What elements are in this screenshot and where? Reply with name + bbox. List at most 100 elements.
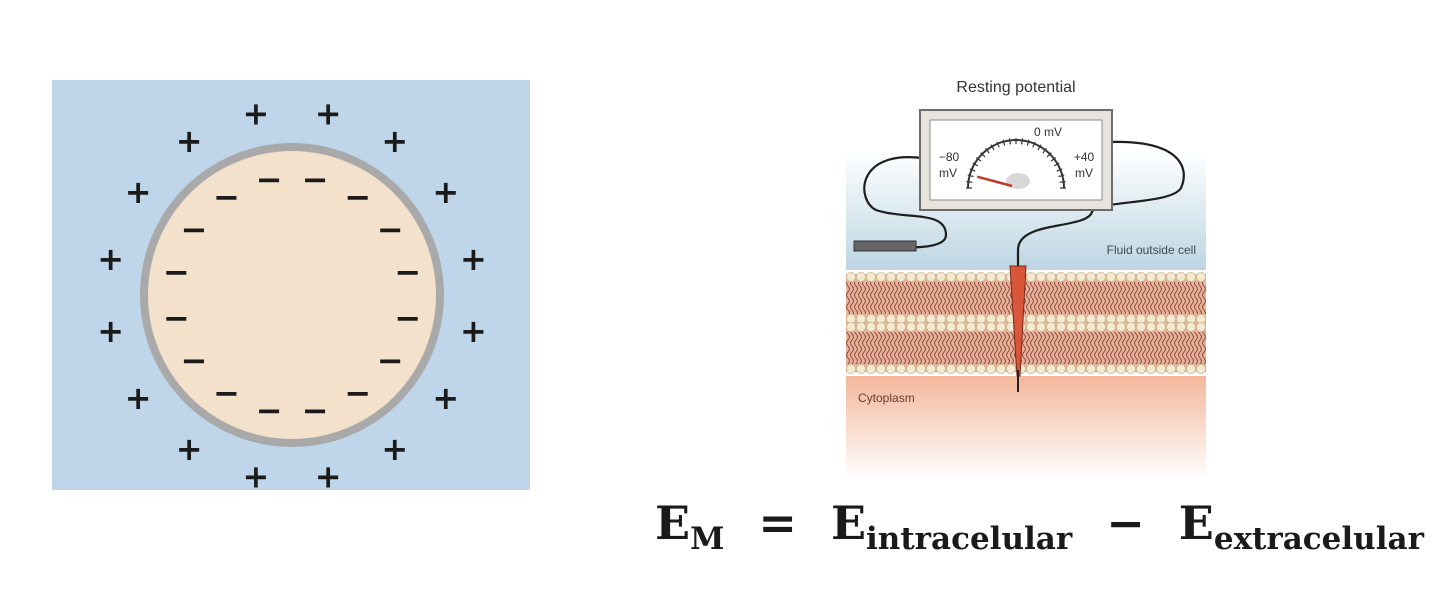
eq-equals: = bbox=[758, 496, 797, 550]
lipid-head bbox=[1175, 363, 1186, 374]
lipid-tails-lower bbox=[846, 332, 1206, 364]
lipid-head bbox=[1135, 271, 1146, 282]
lipid-head bbox=[1125, 271, 1136, 282]
positive-charge: + bbox=[432, 379, 459, 417]
eq-lhs: E bbox=[655, 496, 691, 550]
dial-tick bbox=[996, 141, 1000, 148]
lipid-head bbox=[1075, 363, 1086, 374]
eq-minus: − bbox=[1106, 496, 1145, 550]
lipid-head bbox=[995, 321, 1006, 332]
lipid-head bbox=[855, 363, 866, 374]
lipid-head bbox=[1145, 321, 1156, 332]
dial-tick bbox=[1008, 138, 1011, 145]
dial-tick bbox=[1021, 138, 1024, 145]
cell-cytoplasm bbox=[148, 151, 436, 439]
reference-electrode bbox=[853, 240, 917, 252]
dial-tick bbox=[1058, 174, 1065, 178]
lipid-head bbox=[995, 271, 1006, 282]
lipid-head bbox=[896, 321, 907, 332]
cell-charge-diagram: ++++++++++++++++ −−−−−−−−−−−−−−−− bbox=[52, 80, 530, 490]
positive-charge: + bbox=[176, 122, 203, 160]
lipid-head bbox=[906, 321, 917, 332]
lipid-head bbox=[985, 321, 996, 332]
inner-charges: −−−−−−−−−−−−−−−− bbox=[163, 160, 421, 429]
lipid-head bbox=[946, 363, 957, 374]
outer-charges: ++++++++++++++++ bbox=[97, 95, 487, 490]
negative-charge: − bbox=[377, 342, 404, 380]
micropipette-electrode bbox=[1009, 265, 1027, 377]
lipid-head bbox=[1085, 363, 1096, 374]
lipid-head bbox=[1185, 321, 1196, 332]
negative-charge: − bbox=[256, 160, 283, 198]
positive-charge: + bbox=[125, 173, 152, 211]
positive-charge: + bbox=[242, 457, 269, 490]
dial-tick bbox=[1042, 147, 1047, 154]
lipid-head bbox=[1025, 321, 1036, 332]
lipid-head bbox=[1085, 271, 1096, 282]
reference-wire bbox=[863, 156, 948, 249]
lipid-head bbox=[1065, 363, 1076, 374]
outside-label: Fluid outside cell bbox=[1107, 243, 1196, 257]
eq-term1: E bbox=[830, 496, 867, 550]
lipid-head bbox=[985, 363, 996, 374]
lipid-head bbox=[875, 363, 886, 374]
positive-charge: + bbox=[315, 95, 342, 133]
negative-charge: − bbox=[302, 160, 329, 198]
cytoplasm-label: Cytoplasm bbox=[858, 391, 915, 405]
lipid-head bbox=[975, 321, 986, 332]
lipid-tails-upper bbox=[846, 282, 1206, 314]
dial-tick bbox=[1056, 168, 1063, 172]
lipid-head bbox=[956, 363, 967, 374]
lipid-head bbox=[1075, 271, 1086, 282]
lipid-head bbox=[886, 363, 897, 374]
lipid-head bbox=[936, 363, 947, 374]
lipid-head bbox=[886, 271, 897, 282]
lipid-head bbox=[1195, 363, 1206, 374]
lipid-head bbox=[936, 321, 947, 332]
lipid-heads-top bbox=[846, 271, 1206, 282]
dial-tick bbox=[975, 157, 982, 162]
lipid-head bbox=[966, 321, 977, 332]
lipid-head bbox=[1115, 363, 1126, 374]
min-value-label: −80 bbox=[939, 150, 960, 164]
negative-charge: − bbox=[213, 374, 240, 412]
lipid-head bbox=[946, 321, 957, 332]
lipid-head bbox=[1165, 321, 1176, 332]
lipid-head bbox=[966, 271, 977, 282]
lipid-head bbox=[1025, 363, 1036, 374]
lipid-head bbox=[1175, 271, 1186, 282]
lipid-head bbox=[1145, 271, 1156, 282]
lipid-head bbox=[1155, 363, 1166, 374]
negative-charge: − bbox=[163, 253, 190, 291]
dial-tick bbox=[966, 180, 973, 183]
lipid-head bbox=[1195, 271, 1206, 282]
negative-charge: − bbox=[180, 342, 207, 380]
lipid-head bbox=[875, 321, 886, 332]
negative-charge: − bbox=[213, 178, 240, 216]
lipid-head bbox=[1055, 363, 1066, 374]
dial-tick bbox=[980, 152, 986, 158]
dial-ticks bbox=[966, 138, 1066, 189]
lipid-head bbox=[936, 271, 947, 282]
lipid-head bbox=[906, 271, 917, 282]
negative-charge: − bbox=[302, 392, 329, 430]
positive-charge: + bbox=[432, 173, 459, 211]
lipid-head bbox=[916, 363, 927, 374]
eq-lhs-sub: M bbox=[690, 521, 725, 557]
dial-tick bbox=[972, 162, 979, 167]
lipid-head bbox=[1025, 271, 1036, 282]
lipid-heads-middle-upper bbox=[846, 313, 1206, 324]
negative-charge: − bbox=[377, 210, 404, 248]
lipid-head bbox=[956, 271, 967, 282]
lipid-head bbox=[1165, 363, 1176, 374]
lipid-head bbox=[1105, 321, 1116, 332]
negative-charge: − bbox=[256, 392, 283, 430]
lipid-head bbox=[956, 321, 967, 332]
lipid-head bbox=[1085, 321, 1096, 332]
meter-needle bbox=[976, 175, 1013, 188]
lipid-head bbox=[1045, 271, 1056, 282]
lipid-head bbox=[865, 271, 876, 282]
lipid-head bbox=[1115, 321, 1126, 332]
max-value-label: +40 bbox=[1074, 150, 1095, 164]
positive-charge: + bbox=[242, 95, 269, 133]
